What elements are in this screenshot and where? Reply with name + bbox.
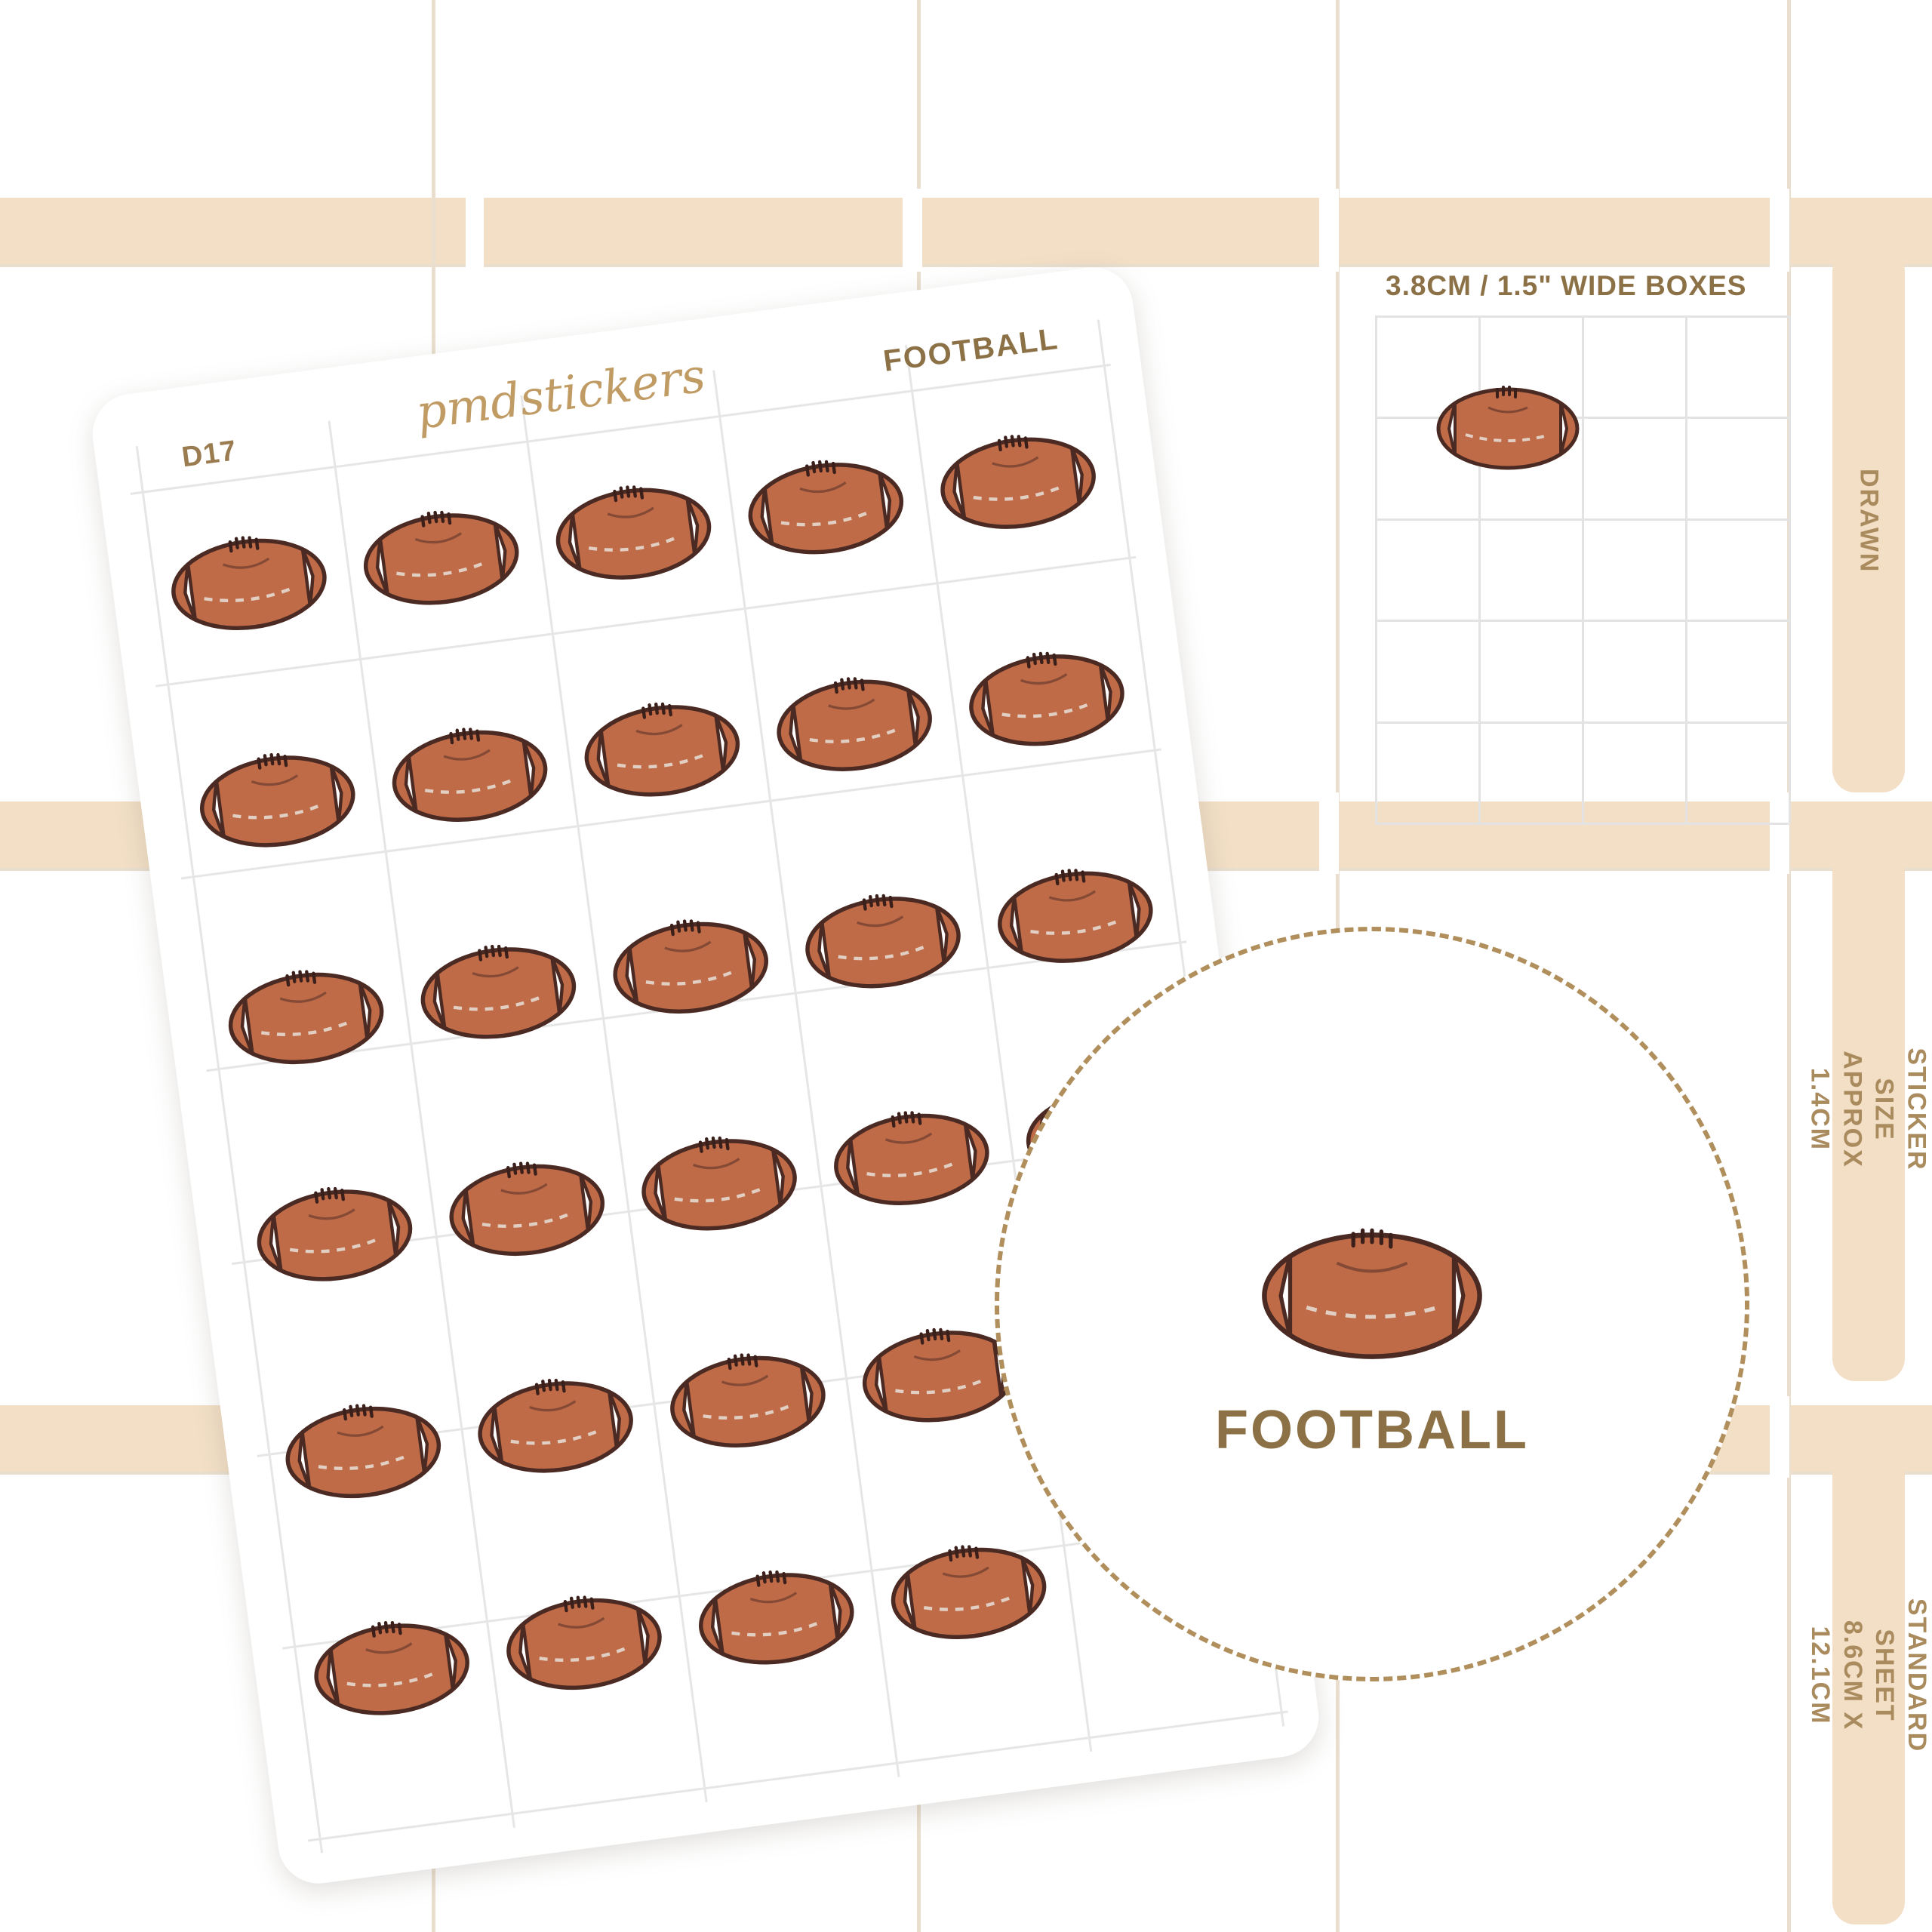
planner-band-top: [0, 198, 1932, 264]
planner-vline-4: [1787, 0, 1791, 1932]
football-sticker: [884, 1534, 1054, 1653]
football-icon: [634, 1125, 804, 1244]
football-sticker: [769, 666, 939, 785]
football-sticker: [385, 716, 555, 835]
grid-hline: [1375, 721, 1789, 724]
football-sticker: [798, 883, 968, 1002]
side-tab-drawn-label: DRAWN: [1854, 468, 1884, 574]
band-gap-6: [1770, 792, 1789, 874]
football-icon: [414, 934, 583, 1053]
planner-hline-1: [0, 264, 1932, 267]
football-icon: [549, 474, 718, 593]
grid-hline: [1375, 518, 1789, 521]
grid-vline: [1582, 315, 1584, 823]
grid-hline: [1375, 417, 1789, 419]
grid-vline: [1685, 315, 1687, 823]
football-icon: [605, 908, 775, 1027]
football-icon: [577, 691, 747, 811]
sample-football-sticker: [1435, 383, 1580, 474]
football-icon: [1259, 1226, 1485, 1366]
football-sticker: [826, 1100, 996, 1219]
side-tab-standard-sheet-label: STANDARD SHEET 8.6CM X 12.1CM: [1806, 1598, 1932, 1753]
grid-vline: [1789, 315, 1791, 823]
football-icon: [798, 883, 968, 1002]
football-sticker: [250, 1176, 420, 1295]
grid-hline: [1375, 620, 1789, 622]
football-icon: [826, 1100, 996, 1219]
football-icon: [278, 1392, 448, 1512]
side-tab-standard-sheet: STANDARD SHEET 8.6CM X 12.1CM: [1807, 1426, 1931, 1924]
football-icon: [470, 1367, 640, 1487]
football-sticker: [605, 908, 775, 1027]
band-gap-7: [1770, 1396, 1789, 1478]
sheet-code: D17: [180, 435, 239, 474]
zoom-detail-bubble: FOOTBALL: [995, 927, 1749, 1681]
football-sticker: [933, 423, 1103, 543]
football-icon: [884, 1534, 1054, 1653]
football-icon: [961, 641, 1131, 760]
football-icon: [221, 958, 391, 1078]
football-icon: [1435, 383, 1580, 474]
football-icon: [990, 857, 1160, 977]
football-icon: [741, 449, 911, 568]
football-sticker: [306, 1610, 476, 1729]
football-sticker: [741, 449, 911, 568]
side-tab-drawn: DRAWN: [1832, 249, 1905, 792]
zoom-bubble-label: FOOTBALL: [1215, 1400, 1529, 1460]
football-sticker: [663, 1342, 832, 1461]
wide-boxes-panel: 3.8CM / 1.5" WIDE BOXES: [1375, 202, 1791, 825]
football-icon: [164, 525, 334, 644]
football-sticker: [221, 958, 391, 1078]
football-sticker: [961, 641, 1131, 760]
football-icon: [442, 1150, 612, 1269]
football-sticker: [990, 857, 1160, 977]
grid-hline: [1375, 823, 1789, 825]
grid-vline: [1375, 315, 1377, 823]
football-sticker: [278, 1392, 448, 1512]
football-icon: [499, 1584, 669, 1703]
football-sticker: [691, 1559, 861, 1678]
sheet-theme: FOOTBALL: [881, 321, 1061, 378]
football-sticker: [577, 691, 747, 811]
football-sticker: [855, 1317, 1025, 1436]
football-sticker: [414, 934, 583, 1053]
band-gap-5: [1319, 792, 1339, 874]
football-icon: [385, 716, 555, 835]
football-sticker: [634, 1125, 804, 1244]
football-sticker: [442, 1150, 612, 1269]
football-icon: [192, 742, 362, 861]
wide-boxes-title: 3.8CM / 1.5" WIDE BOXES: [1386, 270, 1747, 301]
football-icon: [250, 1176, 420, 1295]
band-gap-1: [466, 189, 484, 272]
zoom-football-sticker: [1259, 1226, 1485, 1366]
football-sticker: [356, 500, 526, 619]
football-icon: [769, 666, 939, 785]
football-sticker: [192, 742, 362, 861]
football-sticker: [164, 525, 334, 644]
grid-hline: [1375, 315, 1789, 318]
band-gap-3: [1319, 189, 1339, 272]
football-icon: [933, 423, 1103, 543]
sheet-brand: pmdstickers: [413, 347, 709, 441]
band-gap-2: [903, 189, 922, 272]
side-tab-sticker-size-label: STICKER SIZE APPROX 1.4CM: [1806, 1048, 1932, 1171]
football-icon: [691, 1559, 861, 1678]
football-sticker: [470, 1367, 640, 1487]
grid-vline: [1478, 315, 1481, 823]
football-sticker: [549, 474, 718, 593]
football-icon: [855, 1317, 1025, 1436]
football-icon: [356, 500, 526, 619]
side-tab-sticker-size: STICKER SIZE APPROX 1.4CM: [1807, 838, 1931, 1381]
football-sticker: [499, 1584, 669, 1703]
football-icon: [306, 1610, 476, 1729]
football-icon: [663, 1342, 832, 1461]
wide-boxes-grid: [1375, 315, 1791, 825]
band-gap-4: [1770, 189, 1789, 272]
